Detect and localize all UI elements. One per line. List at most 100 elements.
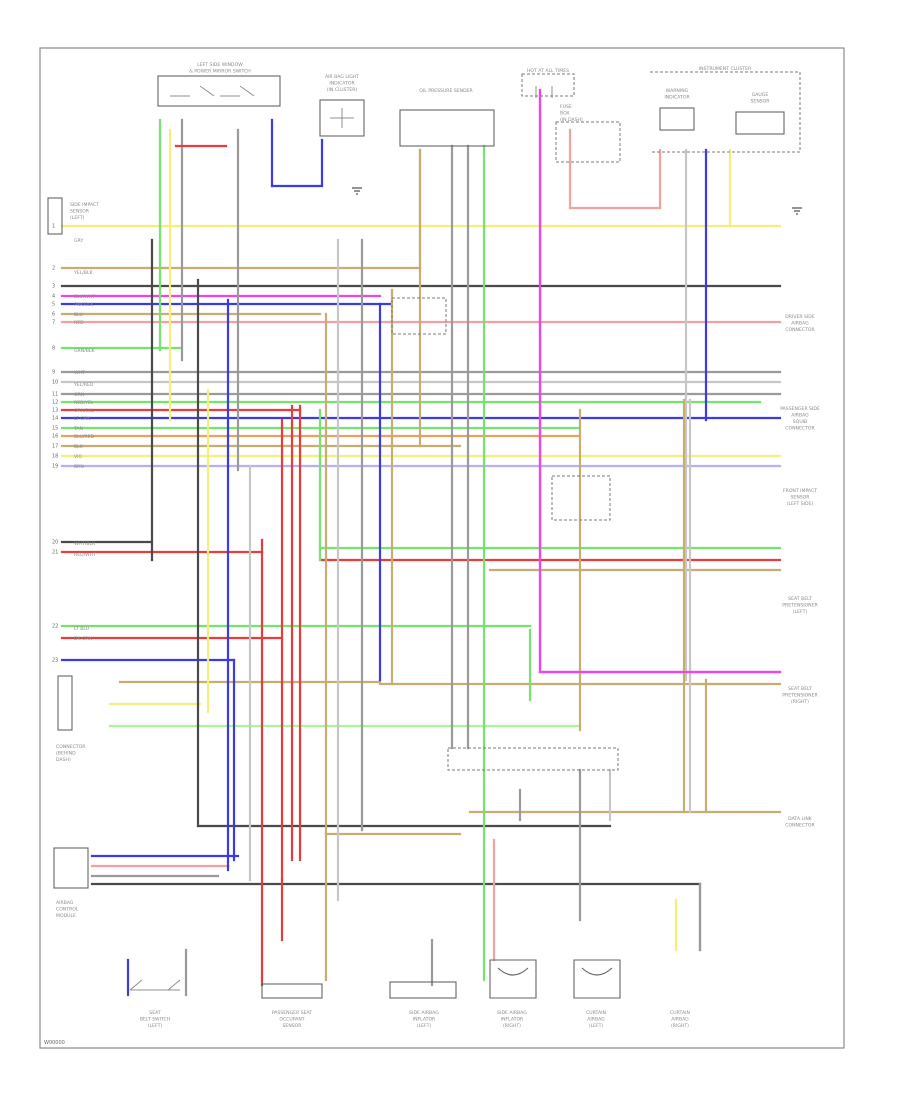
airbag-control-module xyxy=(53,847,89,889)
warning-label: WARNING xyxy=(666,88,689,94)
right-component-label: (RIGHT) xyxy=(791,699,809,705)
component-layer xyxy=(47,71,802,999)
pin-number: 5 xyxy=(52,302,55,308)
bottom-component-label: AIRBAG xyxy=(587,1017,605,1023)
wire-color-code: WHT/BLK xyxy=(74,541,96,547)
wire-color-code: GRY xyxy=(74,238,83,244)
wire-color-code: BLK xyxy=(74,444,84,450)
pin-number: 14 xyxy=(52,416,58,422)
bottom-component-label: (RIGHT) xyxy=(503,1023,521,1029)
right-component-label: DRIVER SIDE xyxy=(785,314,815,320)
bottom-component-label: CURTAIN xyxy=(586,1010,606,1016)
seat-belt-switch-symbol xyxy=(129,979,181,991)
wire-color-code: WHT xyxy=(74,370,85,376)
fuse-box-outline xyxy=(521,73,575,97)
pin-number: 11 xyxy=(52,392,58,398)
footer-code: W00000 xyxy=(44,1040,65,1046)
right-component-label: PASSENGER SIDE xyxy=(780,406,820,412)
bottom-component-label: (LEFT) xyxy=(589,1023,604,1029)
side-airbag-right-body xyxy=(489,959,537,999)
pin-number: 12 xyxy=(52,400,58,406)
wire-color-code: RED xyxy=(74,320,84,326)
bottom-component-label: (RIGHT) xyxy=(671,1023,689,1029)
wire-color-code: ORN/BLU xyxy=(74,408,95,414)
pin-number: 22 xyxy=(52,624,58,630)
pin-number: 15 xyxy=(52,426,58,432)
right-component-label: AIRBAG xyxy=(791,321,809,327)
side-impact-sensor xyxy=(47,197,63,235)
oil-sender-box xyxy=(399,109,495,147)
right-component-label: (LEFT SIDE) xyxy=(787,501,814,507)
pin-number: 3 xyxy=(52,284,55,290)
bottom-component-label: OCCUPANT xyxy=(279,1017,304,1023)
side-airbag-left-body xyxy=(389,981,457,999)
bulb-symbol xyxy=(330,108,354,128)
occupant-sensor xyxy=(261,983,323,999)
wire-color-code: GRN/BLK xyxy=(74,348,95,354)
module-label: AIRBAG xyxy=(56,900,74,906)
pin-number: 4 xyxy=(52,294,55,300)
right-component-label: (LEFT) xyxy=(793,609,808,615)
right-component-label: PRETENSIONER xyxy=(782,693,818,699)
wire-color-code: GRN xyxy=(74,392,84,398)
relay-box-outline xyxy=(555,121,621,163)
left-window-switch xyxy=(157,75,281,107)
bottom-component-label: (LEFT) xyxy=(417,1023,432,1029)
side-sensor-label: SENSOR xyxy=(70,209,90,215)
mid-connector-label: CONNECTOR xyxy=(56,744,86,750)
airbag-light-label: INDICATOR xyxy=(329,81,355,87)
gauge-label: GAUGE xyxy=(752,92,769,98)
left-switch-label: & POWER MIRROR SWITCH xyxy=(189,69,251,75)
pin-number: 13 xyxy=(52,408,58,414)
mid-connector-label: DASH) xyxy=(56,757,71,763)
diagram-border xyxy=(39,47,845,1049)
fuse-label: BOX xyxy=(560,111,570,117)
side-sensor-label: (LEFT) xyxy=(70,215,85,221)
wire-color-code: YEL/BLK xyxy=(73,270,94,276)
fuse-label: (IN DASH) xyxy=(560,117,583,123)
pin-number: 2 xyxy=(52,266,55,272)
wire-color-code: BLU/WHT xyxy=(74,294,95,300)
bottom-component-label: SIDE AIRBAG xyxy=(409,1010,439,1016)
bottom-component-label: AIRBAG xyxy=(671,1017,689,1023)
pin-number: 8 xyxy=(52,346,55,352)
pin-number: 6 xyxy=(52,312,55,318)
wire-color-code: VIO xyxy=(74,454,82,460)
oil-sensor-label: OIL PRESSURE SENDER xyxy=(419,88,473,94)
gauge-label: SENSOR xyxy=(751,99,771,105)
wire-color-code: TAN xyxy=(73,426,83,432)
left-switch-label: LEFT SIDE WINDOW xyxy=(197,62,243,68)
bottom-component-label: INFLATOR xyxy=(501,1017,524,1023)
right-component-label: FRONT IMPACT xyxy=(783,488,817,494)
bottom-component-label: INFLATOR xyxy=(413,1017,436,1023)
right-component-label: CONNECTOR xyxy=(785,327,815,333)
cluster-outline xyxy=(650,71,801,153)
module-label: MODULE xyxy=(56,913,76,919)
wire-color-code: YEL/RED xyxy=(73,382,94,388)
mid-connector-label: (BEHIND xyxy=(56,751,76,757)
wire-color-code: BLU/RED xyxy=(74,434,94,440)
wire-color-code: LT GRN xyxy=(74,416,90,422)
bottom-component-label: BELT SWITCH xyxy=(140,1017,170,1023)
switch-contacts xyxy=(170,85,255,97)
ground-symbol-1 xyxy=(352,187,362,195)
airbag-light-label: (IN CLUSTER) xyxy=(327,87,358,93)
right-component-label: SQUIB xyxy=(793,419,807,425)
curtain-airbag-left-body xyxy=(573,959,621,999)
power-wire xyxy=(538,88,782,674)
pin-number: 23 xyxy=(52,658,58,664)
light-feed-wire xyxy=(270,138,324,188)
fuse-box-label: HOT AT ALL TIMES xyxy=(527,68,569,74)
pin-number: 18 xyxy=(52,454,58,460)
right-component-label: PRETENSIONER xyxy=(782,603,818,609)
gauge-sensor xyxy=(735,111,785,135)
pin-number: 10 xyxy=(52,380,58,386)
wire-color-code: LT BLU xyxy=(74,626,89,632)
right-component-label: AIRBAG xyxy=(791,413,809,419)
junction-outline xyxy=(447,747,619,771)
right-component-label: CONNECTOR xyxy=(785,823,815,829)
label-layer: LEFT SIDE WINDOW& POWER MIRROR SWITCH AIR… xyxy=(44,62,820,1046)
ground-symbol-2 xyxy=(792,207,802,215)
fuse-symbol xyxy=(535,86,553,98)
